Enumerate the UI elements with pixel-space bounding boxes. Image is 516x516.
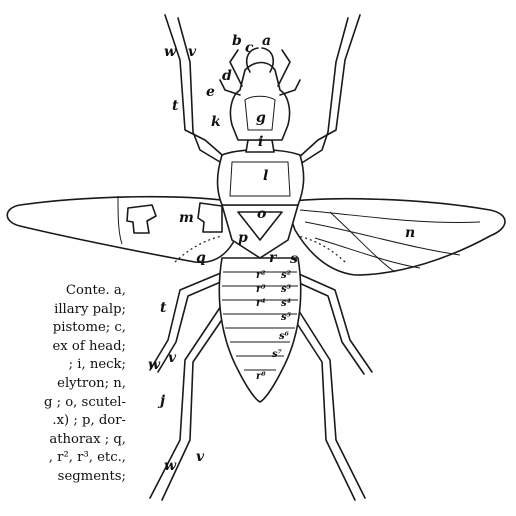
caption: Conte. a, illary palp; pistome; c, ex of…	[0, 282, 126, 505]
elytron-marking	[198, 203, 222, 232]
wing-vein	[315, 238, 420, 268]
elytron-marking	[127, 205, 156, 233]
caption-line: pistome; c,	[0, 319, 126, 338]
label-v-bottom: v	[196, 449, 205, 465]
label-s5: s⁵	[281, 312, 292, 323]
caption-line	[0, 487, 126, 506]
label-c: c	[245, 40, 254, 56]
label-w-middle: w	[148, 357, 161, 373]
label-d: d	[222, 68, 232, 84]
left-front-leg	[165, 15, 228, 160]
label-w-top: w	[164, 44, 177, 60]
caption-line: Conte. a,	[0, 282, 126, 301]
elytron-edge	[118, 196, 122, 244]
label-j: j	[157, 393, 165, 409]
label-g: g	[256, 110, 266, 126]
label-s2: s²	[281, 270, 292, 281]
label-v-middle: v	[168, 350, 177, 366]
label-v-top: v	[188, 44, 197, 60]
right-wing	[285, 199, 505, 275]
label-m: m	[179, 210, 194, 226]
right-front-leg-inner	[294, 18, 348, 168]
label-k: k	[211, 114, 221, 130]
label-b: b	[232, 33, 242, 49]
label-s7: s⁷	[272, 349, 283, 360]
antenna-right	[278, 50, 290, 86]
caption-line: athorax ; q,	[0, 431, 126, 450]
label-e: e	[206, 84, 215, 100]
label-s3: s³	[281, 284, 292, 295]
label-r2: r²	[256, 270, 266, 281]
label-o: o	[257, 206, 266, 222]
label-w-bottom: w	[164, 458, 177, 474]
label-t-middle: t	[160, 300, 167, 316]
caption-line: .x) ; p, dor-	[0, 412, 126, 431]
caption-line: ex of head;	[0, 338, 126, 357]
label-s4: s⁴	[281, 298, 291, 309]
prothorax	[218, 150, 304, 205]
caption-line: ; i, neck;	[0, 356, 126, 375]
wing-vein	[330, 212, 395, 272]
label-a: a	[262, 33, 271, 49]
wing-vein	[305, 222, 460, 255]
antenna-left	[230, 50, 242, 86]
label-p: p	[238, 230, 248, 246]
caption-line: g ; o, scutel-	[0, 394, 126, 413]
caption-line: , r², r³, etc.,	[0, 449, 126, 468]
caption-line: segments;	[0, 468, 126, 487]
label-s6: s⁶	[279, 331, 290, 342]
head	[230, 63, 289, 141]
label-t-top: t	[172, 98, 179, 114]
right-hind-leg	[292, 300, 365, 498]
label-r8: r⁸	[256, 371, 266, 382]
label-q: q	[196, 250, 206, 266]
label-i: i	[258, 134, 263, 150]
caption-line: illary palp;	[0, 301, 126, 320]
label-l: l	[263, 168, 268, 184]
wing-vein	[300, 210, 480, 223]
label-s: s	[290, 251, 298, 267]
right-front-leg	[296, 15, 360, 160]
label-n: n	[405, 225, 415, 241]
label-r4: r⁴	[256, 298, 266, 309]
left-front-leg-inner	[178, 18, 230, 168]
caption-line: elytron; n,	[0, 375, 126, 394]
label-r3: r³	[256, 284, 266, 295]
